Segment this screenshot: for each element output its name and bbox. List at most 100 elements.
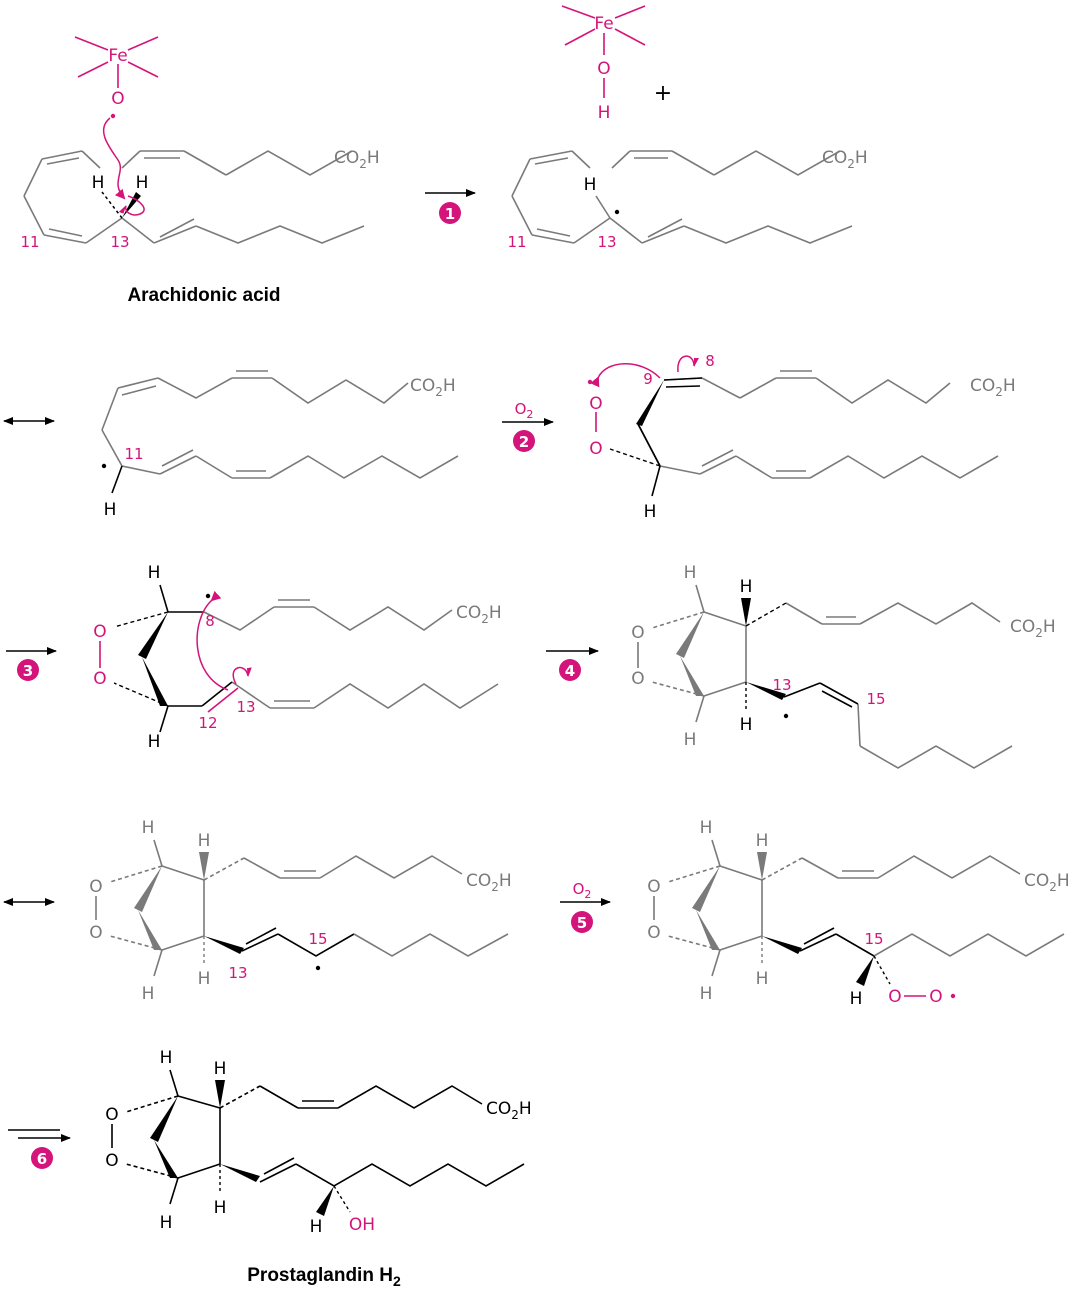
hashed-bond xyxy=(745,602,787,627)
electron-arrow xyxy=(118,195,145,216)
electron-arrow xyxy=(677,355,699,373)
o2-reagent: O2 xyxy=(515,400,534,421)
c13-radical-skeleton xyxy=(511,150,853,244)
hydrogen-label: H xyxy=(584,175,597,195)
electron-arrow xyxy=(103,117,126,200)
atom-number-11: 11 xyxy=(507,233,526,251)
hydrogen-label: H xyxy=(310,1217,323,1237)
atom-number-15: 15 xyxy=(866,690,885,708)
hydrogen-label: H xyxy=(160,1048,173,1068)
co2h-label: CO2H xyxy=(410,376,456,399)
atom-number-13: 13 xyxy=(772,676,791,694)
molecule-name: Prostaglandin H2 xyxy=(247,1265,401,1289)
hydrogen-label: H xyxy=(198,969,211,989)
co2h-label: CO2H xyxy=(456,603,502,626)
radical-dot xyxy=(205,593,211,599)
atom-number-13: 13 xyxy=(110,233,129,251)
wedge-bond xyxy=(220,1164,260,1182)
oxygen-label: O xyxy=(89,877,102,897)
hashed-bond xyxy=(113,611,169,628)
molecule-name: Arachidonic acid xyxy=(127,285,280,306)
c11-radical-skeleton xyxy=(101,370,459,479)
radical-dot xyxy=(101,463,107,469)
step-badge xyxy=(31,1147,53,1169)
wedge-bond xyxy=(150,1096,178,1142)
hydrogen-label: H xyxy=(136,173,149,193)
hydroxyl-label: OH xyxy=(349,1215,375,1235)
radical-dot xyxy=(315,965,321,971)
step-badge xyxy=(513,430,535,452)
hydrogen-label: H xyxy=(700,984,713,1004)
wedge-bond xyxy=(154,1140,178,1178)
oxygen-label: O xyxy=(89,923,102,943)
oxygen-label: O xyxy=(631,623,644,643)
step-number: 6 xyxy=(37,1150,47,1168)
co2h-label: CO2H xyxy=(466,871,512,894)
step-number: 2 xyxy=(519,433,529,451)
atom-number-15: 15 xyxy=(308,930,327,948)
wedge-bond xyxy=(138,910,162,950)
oxygen-label: O xyxy=(111,89,124,109)
atom-number-13: 13 xyxy=(228,964,247,982)
radical-dot xyxy=(587,379,593,385)
atom-number-15: 15 xyxy=(864,930,883,948)
oxygen-label: O xyxy=(589,394,602,414)
step-badge xyxy=(17,659,39,681)
hashed-bond xyxy=(609,448,661,467)
wedge-bond xyxy=(138,612,168,659)
wedge-bond xyxy=(215,1080,225,1108)
hydrogen-label: H xyxy=(700,818,713,838)
step-badge xyxy=(571,911,593,933)
hydrogen-label: H xyxy=(740,715,753,735)
prostaglandin-h2-skeleton xyxy=(111,1069,525,1205)
hydrogen-label: H xyxy=(684,730,697,750)
hydrogen-label: H xyxy=(684,563,697,583)
wedge-bond xyxy=(636,380,664,426)
hydrogen-label: H xyxy=(142,984,155,1004)
oxygen-label: O xyxy=(647,877,660,897)
hashed-bond xyxy=(113,682,169,707)
double-bond xyxy=(207,687,239,713)
hydrogen-label: H xyxy=(598,103,611,123)
wedge-bond xyxy=(316,1186,334,1216)
co2h-label: CO2H xyxy=(486,1099,532,1122)
o2-reagent: O2 xyxy=(573,880,592,901)
co2h-label: CO2H xyxy=(822,148,868,171)
fe-label: Fe xyxy=(108,46,127,66)
co2h-label: CO2H xyxy=(970,376,1016,399)
co2h-label: CO2H xyxy=(1024,871,1070,894)
step-number: 4 xyxy=(565,662,575,680)
hashed-bond xyxy=(333,1185,351,1213)
radical-dot xyxy=(950,993,956,999)
step-number: 3 xyxy=(23,662,33,680)
oxygen-label: O xyxy=(105,1151,118,1171)
step-badge xyxy=(559,659,581,681)
step-number: 5 xyxy=(577,914,587,932)
hydrogen-label: H xyxy=(756,969,769,989)
wedge-bond xyxy=(696,910,720,950)
oxygen-label: O xyxy=(888,987,901,1007)
atom-number-8: 8 xyxy=(205,612,215,630)
hydrogen-label: H xyxy=(756,831,769,851)
atom-number-13: 13 xyxy=(236,698,255,716)
atom-number-11: 11 xyxy=(20,233,39,251)
oxygen-label: O xyxy=(105,1105,118,1125)
double-bond xyxy=(665,385,701,388)
wedge-bond xyxy=(142,657,168,706)
wedge-bond xyxy=(746,682,786,700)
step-badge xyxy=(439,202,461,224)
oxygen-label: O xyxy=(93,669,106,689)
fe-oxo-complex xyxy=(74,36,159,88)
hydrogen-label: H xyxy=(148,732,161,752)
electron-arrow xyxy=(196,590,229,691)
oxygen-label: O xyxy=(589,439,602,459)
wedge-bond xyxy=(757,852,767,880)
wedge-bond xyxy=(762,936,802,954)
wedge-bond xyxy=(134,866,162,912)
plus-sign: + xyxy=(654,81,672,106)
double-bond xyxy=(821,690,853,708)
c15-peroxyl-grey xyxy=(653,839,1021,977)
step-number: 1 xyxy=(445,205,455,223)
oxygen-label: O xyxy=(647,923,660,943)
